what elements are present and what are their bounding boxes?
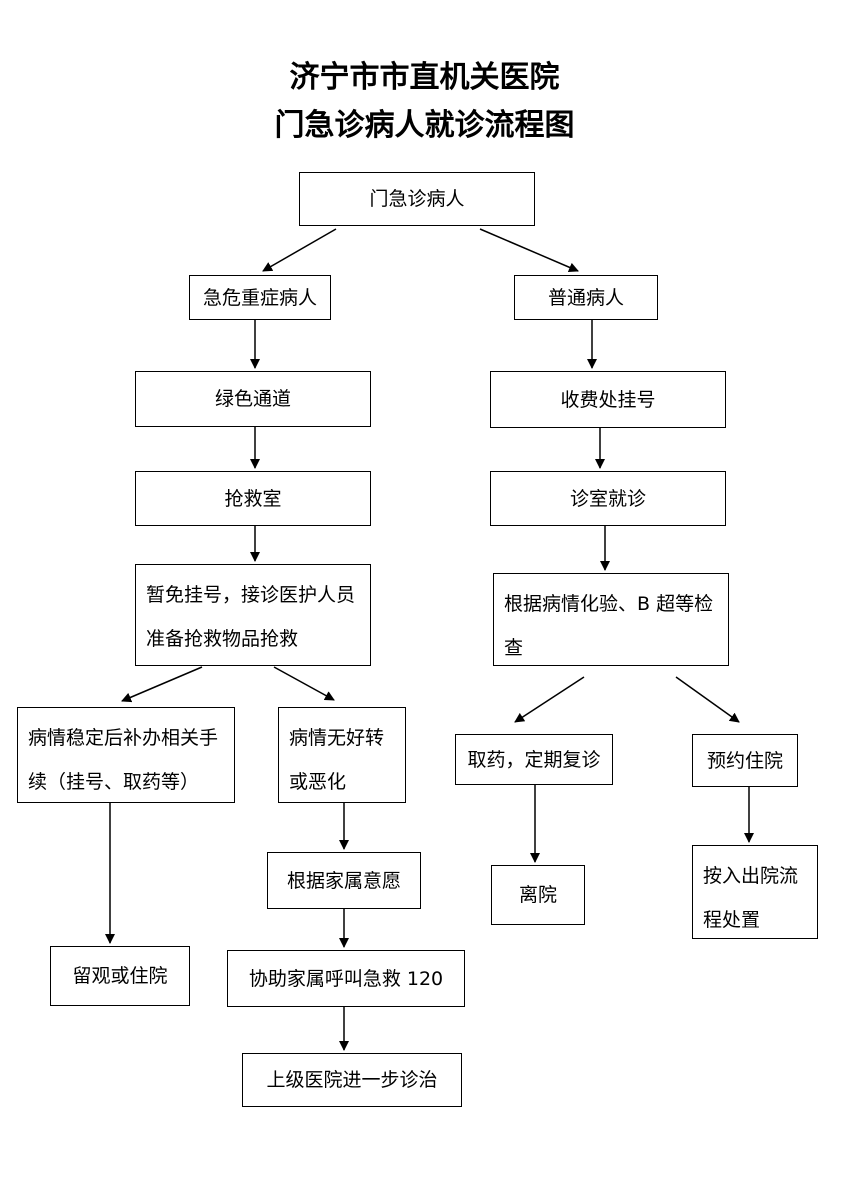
node-no-improvement: 病情无好转或恶化 — [278, 707, 406, 803]
node-clinic-consultation: 诊室就诊 — [490, 471, 726, 526]
arrow-action-to-noimprove — [273, 666, 335, 701]
node-condition-stable: 病情稳定后补办相关手续（挂号、取药等） — [17, 707, 235, 803]
arrow-action-to-stable — [121, 666, 203, 703]
node-observe-or-admit: 留观或住院 — [50, 946, 190, 1006]
node-outpatient-emergency-patients: 门急诊病人 — [299, 172, 535, 226]
arrow-tests-to-booking — [675, 676, 740, 723]
node-leave-hospital: 离院 — [491, 865, 585, 925]
node-green-channel: 绿色通道 — [135, 371, 371, 427]
node-registration: 收费处挂号 — [490, 371, 726, 428]
node-critical-patients: 急危重症病人 — [189, 275, 331, 320]
node-normal-patients: 普通病人 — [514, 275, 658, 320]
node-lab-tests: 根据病情化验、B 超等检查 — [493, 573, 729, 666]
title-line-2: 门急诊病人就诊流程图 — [274, 108, 575, 143]
node-rescue-room: 抢救室 — [135, 471, 371, 526]
arrow-start-to-emergency — [262, 228, 337, 272]
arrow-tests-to-medicine — [514, 676, 585, 723]
node-book-admission: 预约住院 — [692, 734, 798, 787]
arrow-start-to-normal — [479, 228, 579, 273]
node-rescue-action: 暂免挂号，接诊医护人员准备抢救物品抢救 — [135, 564, 371, 666]
node-medicine-followup: 取药，定期复诊 — [455, 734, 613, 785]
title-line-1: 济宁市市直机关医院 — [289, 60, 560, 95]
node-call-120: 协助家属呼叫急救 120 — [227, 950, 465, 1007]
node-higher-hospital: 上级医院进一步诊治 — [242, 1053, 462, 1107]
node-family-wishes: 根据家属意愿 — [267, 852, 421, 909]
node-admission-process: 按入出院流程处置 — [692, 845, 818, 939]
